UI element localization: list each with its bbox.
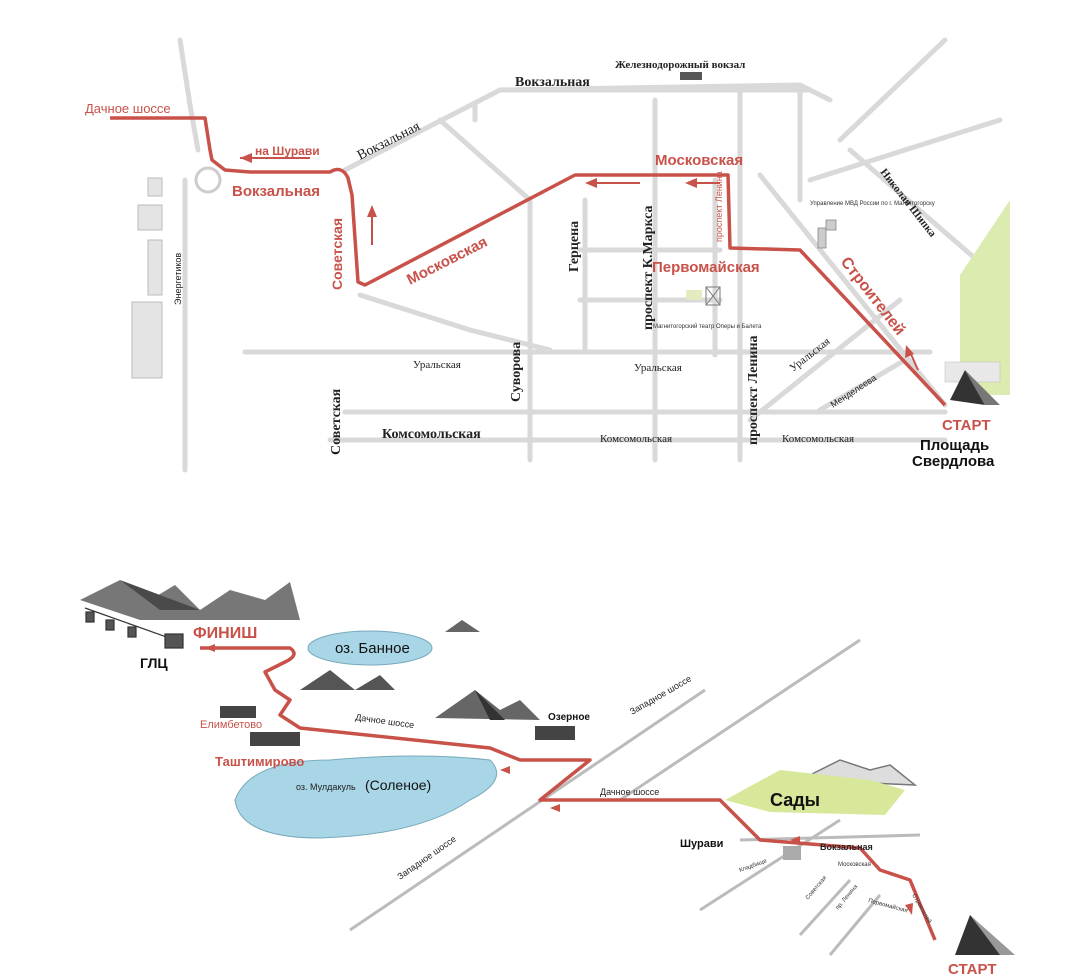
label-vokzalnaya-2: Вокзальная bbox=[820, 842, 873, 852]
label-sady: Сады bbox=[770, 790, 820, 810]
village-icons bbox=[220, 706, 801, 860]
label-sovetskaya-route: Советская bbox=[329, 218, 345, 290]
label-komsomolskaya-1: Комсомольская bbox=[382, 427, 481, 442]
route-line bbox=[110, 116, 947, 407]
route-arrows bbox=[240, 153, 919, 371]
label-sovetskaya-lower: Советская bbox=[329, 388, 344, 455]
label-na-shuravi: на Шурави bbox=[255, 144, 320, 158]
label-uralskaya-2: Уральская bbox=[634, 362, 682, 374]
mvd-building-icon bbox=[817, 219, 837, 249]
label-theatre: Магнитогорский театр Оперы и Балета bbox=[653, 323, 762, 330]
label-moskovskaya-top: Московская bbox=[655, 152, 743, 169]
lake-muldakul bbox=[234, 755, 498, 839]
label-moskovskaya-2: Московская bbox=[838, 862, 871, 868]
gardens-area bbox=[725, 770, 905, 815]
regional-map: ФИНИШ ГЛЦ оз. Банное Елимбетово Таштимир… bbox=[60, 565, 1035, 978]
route-line-2 bbox=[200, 646, 937, 941]
start-mountain-icon-2 bbox=[955, 915, 1015, 955]
label-pervomayskaya: Первомайская bbox=[652, 259, 760, 276]
label-yelimbetovo: Елимбетово bbox=[200, 719, 262, 731]
label-glc: ГЛЦ bbox=[140, 655, 168, 671]
railway-station-icon bbox=[680, 72, 702, 80]
label-vokzalnaya-route: Вокзальная bbox=[232, 183, 320, 200]
label-gertsena: Герцена bbox=[567, 221, 582, 272]
lake-bannoe bbox=[307, 630, 433, 666]
label-start-1: СТАРТ bbox=[942, 417, 990, 434]
label-dachnoe-2: Дачное шоссе bbox=[600, 787, 659, 797]
label-start-2: СТАРТ bbox=[948, 961, 996, 978]
label-muldakul-prefix: оз. Мулдакуль bbox=[296, 782, 356, 792]
city-map: Дачное шоссе Железнодорожный вокзал Вокз… bbox=[60, 10, 1035, 510]
label-square-1: Площадь bbox=[920, 437, 989, 454]
route-arrows-2 bbox=[205, 644, 913, 915]
label-dachnoe: Дачное шоссе bbox=[85, 101, 171, 116]
label-uralskaya-1: Уральская bbox=[413, 359, 461, 371]
label-mvd: Управление МВД России по г. Магнитогорск… bbox=[810, 201, 935, 207]
label-k-marksa: проспект К.Маркса bbox=[641, 205, 656, 330]
label-lenina-small: проспект Ленина bbox=[714, 171, 724, 242]
roads bbox=[349, 638, 921, 956]
building-blocks bbox=[131, 177, 163, 379]
label-muldakul-name: (Соленое) bbox=[365, 777, 431, 793]
cable-car-icon bbox=[84, 607, 184, 649]
label-finish: ФИНИШ bbox=[193, 625, 257, 642]
label-ozernoe: Озерное bbox=[548, 712, 590, 723]
label-lake-bannoe: оз. Банное bbox=[335, 640, 410, 657]
park-area bbox=[960, 200, 1010, 395]
theatre-icon bbox=[686, 286, 721, 306]
start-mountain-icon bbox=[950, 370, 1000, 405]
label-square-2: Свердлова bbox=[912, 453, 995, 470]
street-network bbox=[177, 37, 1003, 473]
label-komsomolskaya-3: Комсомольская bbox=[782, 433, 854, 445]
label-vokzalnaya-top: Вокзальная bbox=[515, 75, 590, 90]
label-suvorova: Суворова bbox=[509, 342, 524, 402]
label-energetikov: Энергетиков bbox=[173, 253, 183, 305]
label-komsomolskaya-2: Комсомольская bbox=[600, 433, 672, 445]
label-tashtimirovo: Таштимирово bbox=[215, 754, 304, 769]
label-lenina-big: проспект Ленина bbox=[746, 335, 761, 445]
label-shuravi: Шурави bbox=[680, 838, 723, 850]
label-railway-station: Железнодорожный вокзал bbox=[615, 59, 745, 71]
